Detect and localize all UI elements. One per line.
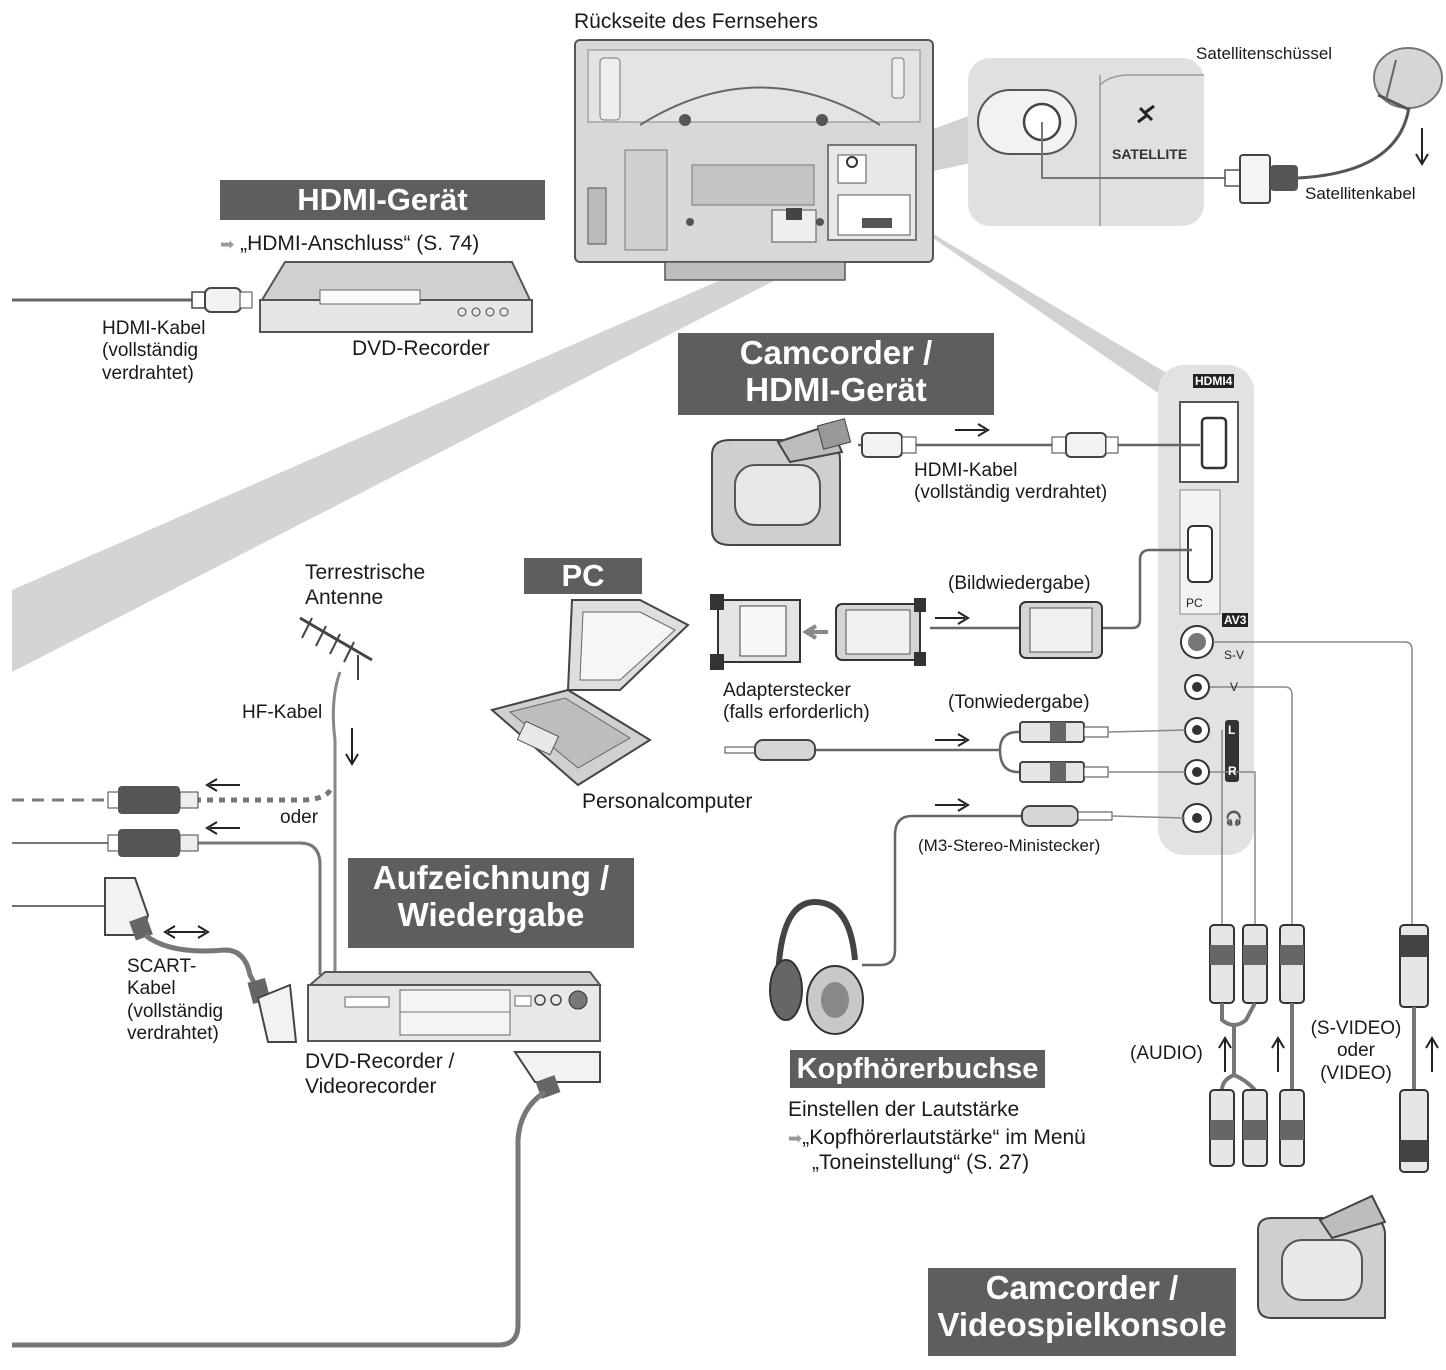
satellite-dish — [1373, 47, 1443, 112]
scart-cable-label: SCART- Kabel (vollständig verdrahtet) — [127, 956, 224, 1045]
picture-label: (Bildwiedergabe) — [948, 573, 1091, 594]
rca-plugs-upper — [1209, 924, 1429, 1008]
headphone-jack-icon: 🎧 — [1225, 810, 1243, 826]
camcorder-hdmi-banner: Camcorder / HDMI-Gerät — [678, 333, 994, 415]
port-av3-label: AV3 — [1222, 613, 1249, 627]
hdmi-plug-left — [191, 287, 253, 313]
rf-plug-bottom — [107, 829, 199, 857]
vga-arrow — [935, 611, 970, 625]
antenna-graphic — [299, 616, 373, 680]
rca-plugs-lower — [1209, 1089, 1429, 1173]
reference-arrow-icon: ➡ — [220, 235, 235, 254]
headphone-banner: Kopfhörerbuchse — [790, 1050, 1045, 1088]
camcorder-bottom — [1257, 1194, 1387, 1319]
rf-arrow-top — [205, 778, 240, 792]
console-banner: Camcorder / Videospielkonsole — [928, 1268, 1236, 1356]
headphones-graphic — [769, 898, 864, 1035]
beam-left — [12, 233, 838, 672]
hdmi-cable-label: HDMI-Kabel (vollständig verdrahtet) — [102, 318, 206, 384]
headphone-plug — [1021, 805, 1113, 827]
hdmi-device-ref[interactable]: ➡ „HDMI-Anschluss“ (S. 74) — [220, 232, 479, 257]
av-up-arrow-3 — [1425, 1036, 1439, 1072]
vga-cable — [930, 548, 1192, 630]
hdmi-plug-camcorder-b — [1051, 432, 1119, 458]
volume-text: Einstellen der Lautstärke — [788, 1098, 1020, 1121]
av-cable-sv — [1213, 641, 1413, 925]
antenna-label: Terrestrische Antenne — [305, 561, 426, 609]
satellite-port-label: SATELLITE — [1112, 146, 1188, 162]
adapter-label: Adapterstecker (falls erforderlich) — [723, 680, 870, 724]
laptop — [489, 599, 690, 787]
dvd-vcr-label: DVD-Recorder / Videorecorder — [305, 1050, 455, 1098]
port-r-label: R — [1228, 764, 1237, 778]
av-cable-v — [1210, 686, 1293, 925]
sound-label: (Tonwiedergabe) — [948, 692, 1090, 713]
headphone-cable — [862, 814, 1025, 967]
scart-cable — [143, 932, 261, 992]
satellite-down-arrow — [1415, 128, 1429, 166]
tv-title: Rückseite des Fernsehers — [574, 10, 818, 33]
camcorder-top — [711, 418, 852, 546]
dvd-recorder-top — [259, 261, 533, 333]
av-cable-r — [1210, 771, 1256, 925]
scart-arrow — [163, 925, 210, 939]
tv-back — [574, 39, 934, 281]
satellite-port-icon — [1137, 104, 1155, 124]
scart-plug-a — [104, 877, 153, 941]
beam-right — [918, 225, 1212, 430]
port-pc-label: PC — [1186, 596, 1203, 610]
headphone-ref[interactable]: ➡„Kopfhörerlautstärke“ im Menü „Toneinst… — [788, 1126, 1086, 1174]
pc-banner: PC — [524, 558, 642, 594]
headphone-arrow — [935, 798, 970, 812]
reference-arrow-icon: ➡ — [788, 1129, 803, 1148]
mini-plug-pc — [724, 739, 816, 761]
f-plug — [1224, 154, 1298, 204]
audio-arrow — [935, 733, 970, 747]
satellite-cable-label: Satellitenkabel — [1305, 184, 1416, 203]
camcorder-hdmi-cable-label: HDMI-Kabel (vollständig verdrahtet) — [914, 460, 1108, 504]
hdmi-arrow — [955, 423, 990, 437]
rf-arrow-bottom — [205, 821, 240, 835]
recording-banner: Aufzeichnung / Wiedergabe — [348, 858, 634, 948]
rf-plug-top — [107, 786, 199, 814]
rf-down-arrow — [345, 728, 359, 766]
svideo-label: (S-VIDEO) oder (VIDEO) — [1310, 1018, 1402, 1084]
hdmi-device-banner: HDMI-Gerät — [220, 180, 545, 220]
dvd-vcr — [307, 971, 603, 1042]
port-sv-label: S-V — [1224, 648, 1245, 662]
rca-plug-audio-l — [1019, 721, 1109, 743]
adapter-plug — [710, 594, 801, 670]
av-up-arrow-2 — [1271, 1036, 1285, 1072]
port-l-label: L — [1228, 723, 1236, 737]
rca-plug-audio-r — [1019, 761, 1109, 783]
personal-computer-label: Personalcomputer — [582, 790, 753, 813]
scart-plug-b — [247, 978, 298, 1043]
rf-cable-label: HF-Kabel — [242, 702, 323, 723]
audio-label: (AUDIO) — [1130, 1043, 1203, 1064]
satellite-panel — [968, 58, 1204, 226]
or-label: oder — [280, 807, 319, 828]
tv-side-panel — [1158, 365, 1254, 855]
hdmi-device-ref-text: „HDMI-Anschluss“ (S. 74) — [240, 232, 480, 255]
rf-cable — [331, 671, 342, 975]
port-v-label: V — [1230, 680, 1239, 694]
hdmi-plug-camcorder-a — [861, 432, 917, 458]
vga-plug-tv — [1019, 601, 1103, 659]
mini-plug-label: (M3-Stereo-Ministecker) — [918, 836, 1101, 855]
satellite-cable — [1041, 122, 1245, 179]
port-hdmi4-label: HDMI4 — [1193, 374, 1235, 388]
av-up-arrow-1 — [1218, 1036, 1232, 1072]
scart-long-cable — [12, 1089, 547, 1348]
scart-plug-c — [513, 1051, 601, 1099]
adapter-arrow — [802, 624, 828, 640]
vga-plug-pc — [835, 598, 926, 666]
satellite-dish-label: Satellitenschüssel — [1196, 44, 1333, 63]
dvd-recorder-label: DVD-Recorder — [352, 337, 490, 360]
